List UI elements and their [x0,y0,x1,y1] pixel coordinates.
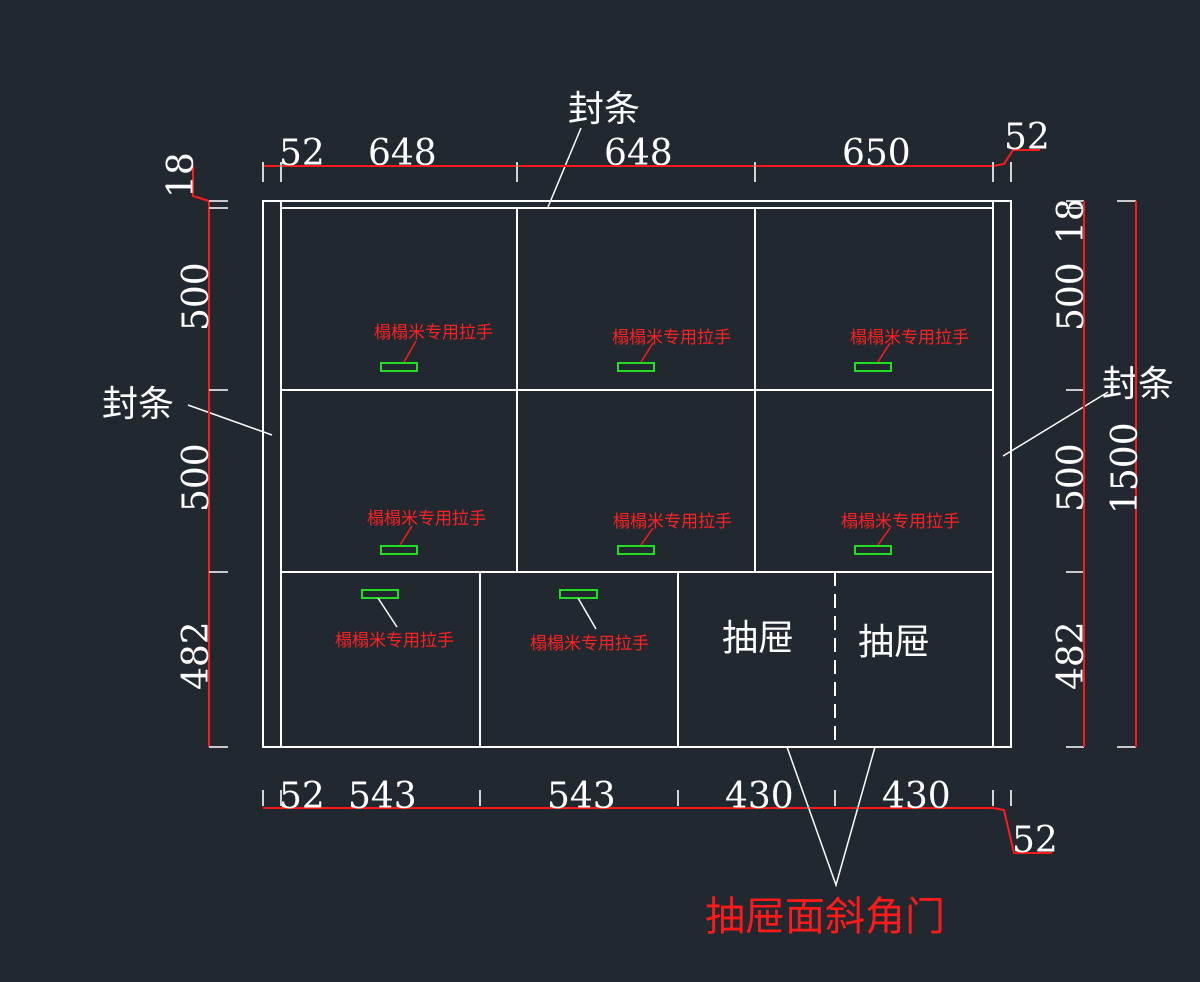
bottom-dimension-line: 52 543 543 430 430 52 [262,776,1058,861]
dim-right: 500 [1051,262,1092,331]
dim-right: 482 [1051,621,1092,690]
drawer-label: 抽屉 [858,622,930,663]
handle-label: 榻榻米专用拉手 [850,328,969,348]
edge-strip-label-left: 封条 [102,384,174,425]
dim-left: 500 [176,443,217,512]
dim-bottom: 430 [882,776,951,817]
dim-right: 18 [1051,198,1092,244]
handle [617,545,655,555]
leader [577,597,597,630]
top-dimension-line: 52 648 648 650 52 [262,117,1050,182]
handle [559,589,598,599]
dim-left: 18 [161,152,202,198]
handle-label: 榻榻米专用拉手 [367,509,486,529]
leader [399,525,413,546]
dim-left: 482 [176,621,217,690]
handle [380,362,418,372]
leader [403,340,417,363]
handle [854,362,892,372]
edge-strip-callouts: 封条 封条 封条 [102,89,1174,457]
handle [617,362,655,372]
edge-strip-label-right: 封条 [1102,364,1174,405]
handles [361,362,892,599]
leader [786,746,876,888]
dim-bottom: 543 [547,776,616,817]
dim-bottom: 52 [1012,820,1058,861]
dim-top: 648 [604,133,673,174]
dim-right-overall: 1500 [1105,422,1146,514]
leader [377,597,398,628]
drawer-face-callout: 抽屉面斜角门 [705,746,945,940]
dimension-line [192,166,210,747]
handle-label: 榻榻米专用拉手 [612,328,731,348]
dim-bottom: 430 [725,776,794,817]
dim-bottom: 52 [279,776,325,817]
leader [640,527,654,546]
dim-top: 650 [842,133,911,174]
handle-label: 榻榻米专用拉手 [335,631,454,651]
dim-top: 52 [279,133,325,174]
leader [547,127,582,208]
edge-strip-label-top: 封条 [568,89,640,130]
handle [854,545,892,555]
leader [877,527,891,546]
handle-label: 榻榻米专用拉手 [841,512,960,532]
leader [187,404,273,436]
handle [361,589,399,599]
leader [1002,391,1109,457]
handle-leaders [377,340,891,630]
handle-label: 榻榻米专用拉手 [374,323,493,343]
drawer-labels: 抽屉 抽屉 [722,618,930,663]
handle-label: 榻榻米专用拉手 [530,634,649,654]
handle [380,545,418,555]
dim-left: 500 [176,262,217,331]
dim-bottom: 543 [348,776,417,817]
cabinet-frame [262,200,1012,748]
left-dimension-line: 18 500 500 482 [161,152,228,748]
dim-top: 648 [368,133,437,174]
dimension-line [263,149,1040,167]
right-dimension-lines: 18 500 500 482 1500 [1051,198,1146,748]
leader [877,342,891,363]
dim-right: 500 [1051,443,1092,512]
handle-label: 榻榻米专用拉手 [613,512,732,532]
dim-top: 52 [1004,117,1050,158]
leader [640,342,654,363]
handle-labels: 榻榻米专用拉手 榻榻米专用拉手 榻榻米专用拉手 榻榻米专用拉手 榻榻米专用拉手 … [335,323,969,654]
outer-frame [262,200,1012,748]
drawer-face-note: 抽屉面斜角门 [705,894,945,940]
dimension-line [263,807,1052,854]
drawer-label: 抽屉 [722,618,794,659]
